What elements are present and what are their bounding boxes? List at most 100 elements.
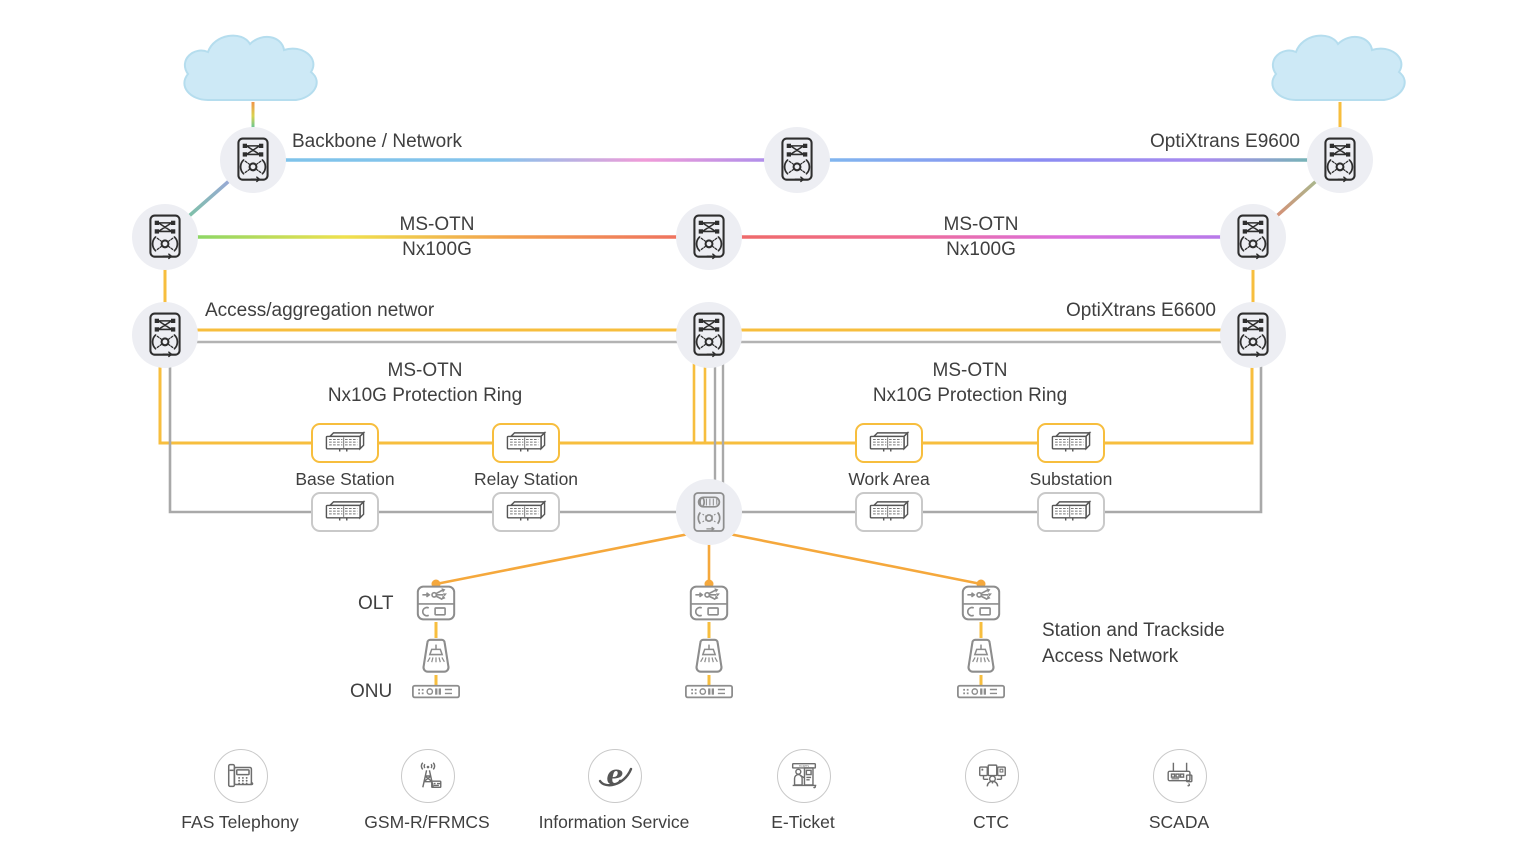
otn-switch-icon bbox=[1237, 214, 1269, 260]
protection-ring-right-label: MS-OTN Nx10G Protection Ring bbox=[830, 358, 1110, 408]
shelf-device-icon bbox=[325, 499, 366, 520]
internet-explorer-icon: e bbox=[598, 760, 633, 791]
node-msotn-left bbox=[132, 204, 198, 270]
protection-ring-left-label: MS-OTN Nx10G Protection Ring bbox=[285, 358, 565, 408]
onu-device-2 bbox=[684, 684, 734, 700]
service-label-ctc: CTC bbox=[973, 812, 1009, 832]
olt-icon bbox=[416, 585, 456, 621]
shelf-device-icon bbox=[869, 499, 910, 520]
otn-switch-icon bbox=[781, 137, 813, 183]
node-backbone-mid bbox=[764, 127, 830, 193]
otn-switch-icon bbox=[1237, 312, 1269, 358]
service-label-info: Information Service bbox=[538, 812, 690, 832]
service-circle-fas bbox=[214, 749, 268, 803]
station-box-substation bbox=[1037, 423, 1105, 463]
optical-splitter-icon bbox=[422, 638, 450, 673]
station-box-gray-4 bbox=[1037, 492, 1105, 532]
station-trackside-line2: Access Network bbox=[1042, 646, 1179, 667]
splitter-device-1 bbox=[415, 636, 457, 676]
node-backbone-right bbox=[1307, 127, 1373, 193]
nx100g-label: Nx100G bbox=[402, 239, 472, 260]
onu-icon bbox=[957, 684, 1005, 699]
shelf-device-icon bbox=[869, 430, 910, 451]
otn-switch-icon bbox=[149, 214, 181, 260]
service-label-fas: FAS Telephony bbox=[181, 812, 299, 832]
service-label-eticket: E-Ticket bbox=[771, 812, 835, 832]
otn-switch-icon bbox=[237, 137, 269, 183]
node-access-right bbox=[1220, 302, 1286, 368]
shelf-device-icon bbox=[506, 499, 547, 520]
station-box-gray-2 bbox=[492, 492, 560, 532]
service-label-scada: SCADA bbox=[1148, 812, 1210, 832]
service-circle-info: e bbox=[588, 749, 642, 803]
msotn-label: MS-OTN bbox=[387, 360, 463, 381]
onu-icon bbox=[412, 684, 460, 699]
nx100g-label: Nx100G bbox=[946, 239, 1016, 260]
onu-device-1 bbox=[411, 684, 461, 700]
station-trackside-label: Station and Trackside Access Network bbox=[1042, 618, 1225, 670]
shelf-device-icon bbox=[1051, 430, 1092, 451]
shelf-device-icon bbox=[325, 430, 366, 451]
relay-station-label: Relay Station bbox=[473, 469, 579, 489]
otn-switch-icon bbox=[693, 214, 725, 260]
optical-splitter-icon bbox=[695, 638, 723, 673]
svg-text:TICKETS: TICKETS bbox=[799, 765, 810, 768]
node-msotn-mid bbox=[676, 204, 742, 270]
optixtrans-e6600-label: OptiXtrans E6600 bbox=[1066, 300, 1216, 321]
otn-switch-icon bbox=[1324, 137, 1356, 183]
radio-tower-icon bbox=[420, 762, 442, 789]
station-box-work-area bbox=[855, 423, 923, 463]
otn-switch-icon bbox=[693, 312, 725, 358]
olt-device-3 bbox=[959, 583, 1003, 623]
splitter-device-3 bbox=[960, 636, 1002, 676]
nx10g-ring-label: Nx10G Protection Ring bbox=[872, 385, 1068, 406]
optical-splitter-icon bbox=[967, 638, 995, 673]
service-label-gsmr: GSM-R/FRMCS bbox=[364, 812, 490, 832]
station-trackside-line1: Station and Trackside bbox=[1042, 620, 1225, 641]
shelf-device-icon bbox=[1051, 499, 1092, 520]
node-pon-hub bbox=[676, 479, 742, 545]
node-access-mid bbox=[676, 302, 742, 368]
node-msotn-right bbox=[1220, 204, 1286, 270]
optical-amplifier-icon bbox=[693, 492, 725, 532]
msotn-label: MS-OTN bbox=[943, 214, 1019, 235]
base-station-label: Base Station bbox=[295, 469, 395, 489]
scada-device-icon bbox=[1167, 762, 1193, 787]
cloud-right bbox=[1258, 24, 1424, 106]
msotn-nx100g-right-label: MS-OTN Nx100G bbox=[901, 212, 1061, 262]
access-aggregation-label: Access/aggregation networ bbox=[205, 300, 435, 321]
service-circle-gsmr bbox=[401, 749, 455, 803]
control-center-icon bbox=[979, 764, 1006, 787]
msotn-nx100g-left-label: MS-OTN Nx100G bbox=[357, 212, 517, 262]
otn-switch-icon bbox=[149, 312, 181, 358]
onu-device-3 bbox=[956, 684, 1006, 700]
station-box-gray-1 bbox=[311, 492, 379, 532]
service-circle-scada bbox=[1153, 749, 1207, 803]
telephone-icon bbox=[227, 763, 254, 788]
msotn-label: MS-OTN bbox=[399, 214, 475, 235]
node-access-left bbox=[132, 302, 198, 368]
service-circle-eticket: TICKETS bbox=[777, 749, 831, 803]
olt-label: OLT bbox=[358, 593, 394, 614]
service-circle-ctc bbox=[965, 749, 1019, 803]
optixtrans-e9600-label: OptiXtrans E9600 bbox=[1150, 131, 1300, 152]
ticket-kiosk-icon: TICKETS bbox=[791, 763, 817, 789]
cloud-left bbox=[170, 24, 336, 106]
splitter-device-2 bbox=[688, 636, 730, 676]
msotn-label: MS-OTN bbox=[932, 360, 1008, 381]
olt-icon bbox=[689, 585, 729, 621]
olt-device-1 bbox=[414, 583, 458, 623]
node-backbone-left bbox=[220, 127, 286, 193]
shelf-device-icon bbox=[506, 430, 547, 451]
station-box-relay-station bbox=[492, 423, 560, 463]
onu-icon bbox=[685, 684, 733, 699]
substation-label: Substation bbox=[1029, 469, 1113, 489]
olt-icon bbox=[961, 585, 1001, 621]
onu-label: ONU bbox=[350, 681, 393, 702]
station-box-base-station bbox=[311, 423, 379, 463]
nx10g-ring-label: Nx10G Protection Ring bbox=[327, 385, 523, 406]
olt-device-2 bbox=[687, 583, 731, 623]
backbone-network-label: Backbone / Network bbox=[292, 131, 463, 152]
